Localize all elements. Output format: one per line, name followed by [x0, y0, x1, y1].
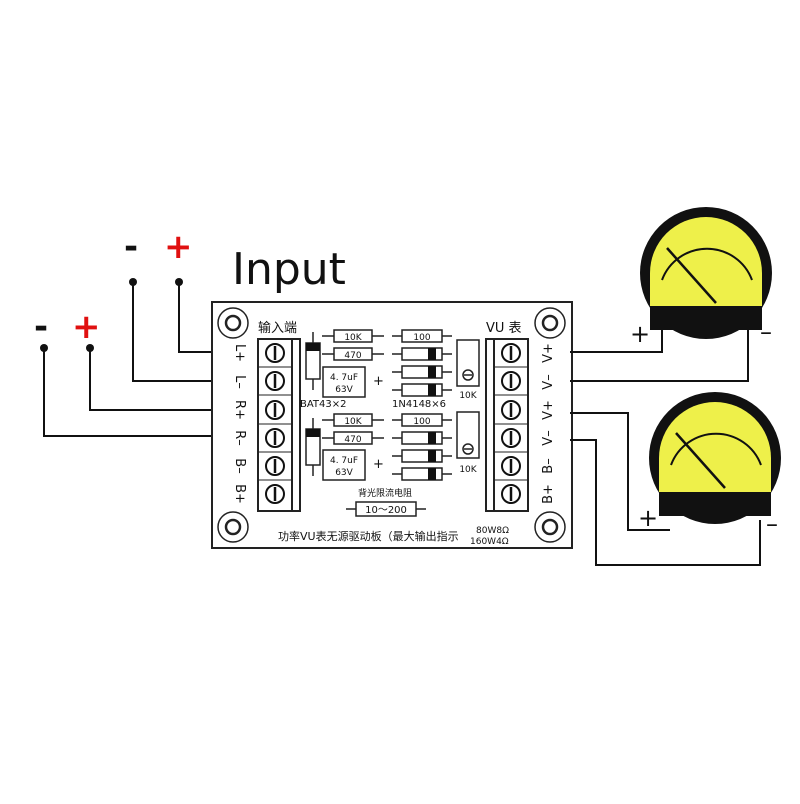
left-terminal-1: L+	[232, 344, 247, 362]
right-terminal-labels: V+ V– V+ V– B– B+	[541, 343, 556, 504]
trim-pot-b: 10K	[456, 411, 480, 475]
vu-meter-1	[640, 207, 772, 339]
trim-pot-a: 10K	[456, 339, 480, 401]
resistor-100-b: 100	[392, 413, 452, 427]
right-terminal-5: B–	[541, 458, 556, 473]
resistor-10k-b-label: 10K	[344, 417, 362, 427]
output-terminal-block	[485, 338, 529, 512]
power-rating-8ohm: 80W8Ω	[476, 526, 509, 536]
1n4148-diode-5	[392, 449, 452, 463]
wire-end-dots	[40, 278, 183, 352]
mounting-hole-br	[534, 511, 566, 543]
vu-meter-2	[649, 392, 781, 524]
meter-2-minus: –	[766, 510, 778, 538]
wire-meter1-minus	[570, 315, 749, 382]
output-screw-3	[494, 400, 528, 425]
capacitor-a-voltage: 63V	[335, 385, 353, 395]
trim-pot-b-label: 10K	[459, 465, 477, 475]
output-screw-2	[494, 371, 528, 396]
meter-1-minus: –	[760, 318, 772, 346]
meter-1-scale-icon	[661, 247, 753, 281]
mounting-hole-tr	[534, 307, 566, 339]
right-terminal-4: V–	[541, 430, 556, 445]
left-terminal-2: L–	[232, 375, 247, 389]
1n4148-diode-4	[392, 431, 452, 445]
input-screw-4	[258, 428, 292, 453]
resistor-470-b-label: 470	[344, 435, 361, 445]
mounting-hole-bl	[217, 511, 249, 543]
left-terminal-5: B–	[232, 458, 247, 473]
top-minus-label: -	[124, 227, 138, 267]
right-terminal-2: V–	[541, 374, 556, 389]
power-rating-4ohm: 160W4Ω	[470, 537, 509, 547]
backlight-resistor: 10～200	[346, 501, 426, 517]
bat43-label: BAT43×2	[300, 399, 347, 410]
input-terminal-block	[257, 338, 301, 512]
right-terminal-3: V+	[541, 400, 556, 420]
resistor-100-b-label: 100	[413, 417, 430, 427]
bat43-diode-2	[305, 418, 321, 476]
meter-2-plus: +	[638, 504, 658, 532]
wire-meter2-minus	[570, 439, 761, 566]
left-terminal-3: R+	[232, 400, 247, 420]
left-terminal-4: R–	[232, 430, 247, 446]
wire-r-plus	[89, 348, 252, 411]
output-screw-5	[494, 456, 528, 481]
capacitor-a: 4. 7uF 63V +	[322, 366, 384, 398]
meter-2-needle-icon	[675, 432, 726, 489]
left-plus-label: +	[72, 307, 101, 347]
left-terminal-labels: L+ L– R+ R– B– B+	[232, 344, 247, 504]
board-footer-title: 功率VU表无源驱动板（最大输出指示	[278, 529, 459, 543]
right-terminal-6: B+	[541, 484, 556, 504]
meter-2-scale-icon	[670, 432, 762, 466]
left-terminal-6: B+	[232, 484, 247, 504]
input-screw-5	[258, 456, 292, 481]
wire-r-minus	[43, 348, 252, 437]
1n4148-label: 1N4148×6	[392, 399, 446, 410]
capacitor-b-voltage: 63V	[335, 468, 353, 478]
input-screw-6	[265, 484, 285, 504]
bat43-diode-1	[305, 332, 321, 390]
1n4148-diode-1	[392, 347, 452, 361]
input-screw-1	[258, 343, 292, 368]
meter-1-plus: +	[630, 320, 650, 348]
capacitor-b-plus: +	[373, 457, 384, 472]
top-plus-label: +	[164, 227, 193, 267]
left-minus-label: -	[34, 307, 48, 347]
capacitor-b-value: 4. 7uF	[330, 456, 358, 466]
backlight-value: 10～200	[365, 505, 407, 516]
capacitor-a-value: 4. 7uF	[330, 373, 358, 383]
input-terminal-title: 输入端	[258, 320, 297, 336]
capacitor-a-plus: +	[373, 374, 384, 389]
resistor-10k-a-label: 10K	[344, 333, 362, 343]
meter-1-needle-icon	[666, 247, 717, 304]
resistor-470-a: 470	[322, 347, 384, 361]
resistor-10k-a: 10K	[322, 329, 384, 343]
output-screw-4	[494, 428, 528, 453]
input-screw-3	[258, 400, 292, 425]
resistor-100-a: 100	[392, 329, 452, 343]
input-screw-2	[258, 371, 292, 396]
wire-meter2-plus	[570, 412, 670, 531]
backlight-title: 背光限流电阻	[358, 487, 412, 499]
resistor-470-a-label: 470	[344, 351, 361, 361]
resistor-100-a-label: 100	[413, 333, 430, 343]
1n4148-diode-2	[392, 365, 452, 379]
right-terminal-1: V+	[541, 343, 556, 363]
1n4148-diode-6	[392, 467, 452, 481]
resistor-10k-b: 10K	[322, 413, 384, 427]
trim-pot-a-label: 10K	[459, 391, 477, 401]
output-screw-1	[494, 343, 528, 368]
output-screw-6	[501, 484, 521, 504]
1n4148-diodes	[392, 347, 452, 481]
capacitor-b: 4. 7uF 63V +	[322, 449, 384, 481]
1n4148-diode-3	[392, 383, 452, 397]
vu-output-title: VU 表	[486, 321, 522, 336]
mounting-holes	[217, 307, 566, 543]
resistor-470-b: 470	[322, 431, 384, 445]
input-label: Input	[232, 244, 346, 295]
mounting-hole-tl	[217, 307, 249, 339]
